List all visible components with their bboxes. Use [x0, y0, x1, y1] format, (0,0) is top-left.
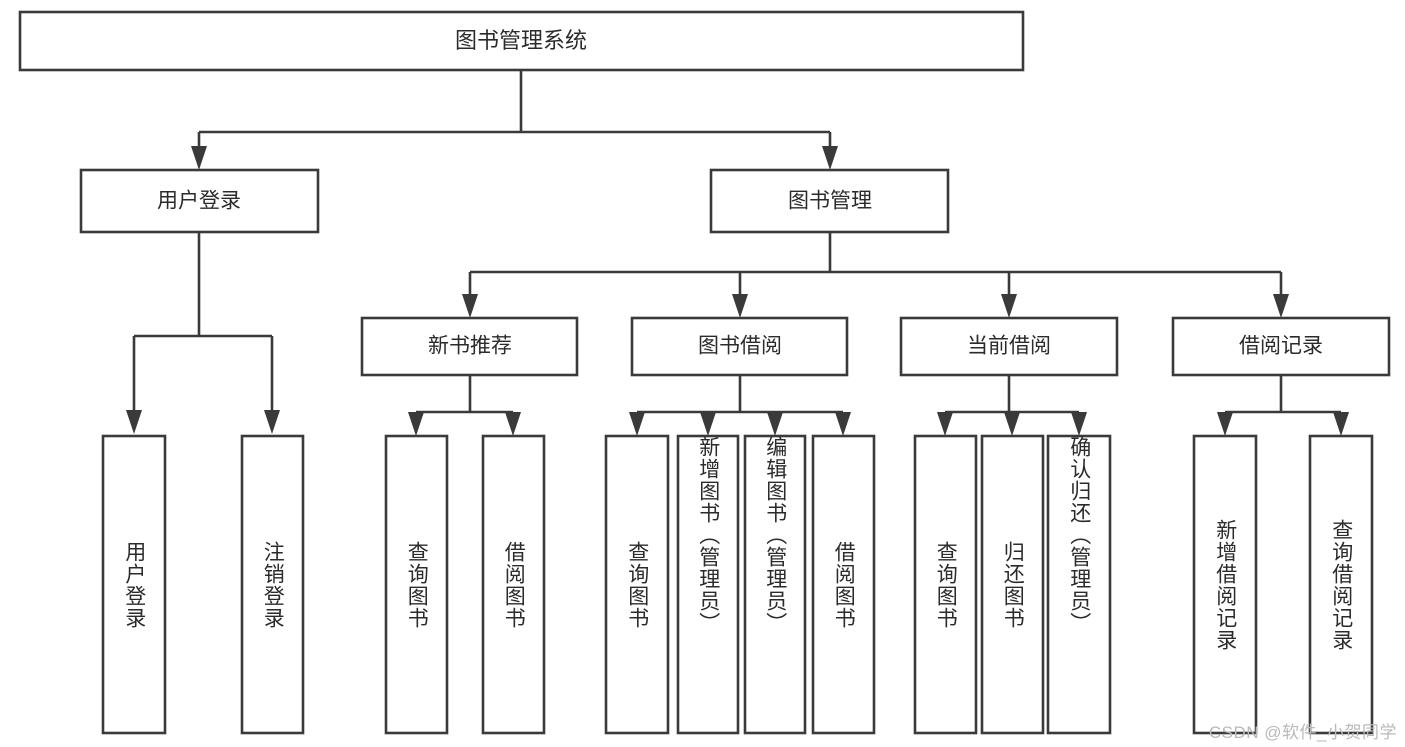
node-book-borrow-label: 图书借阅: [698, 335, 782, 358]
connector-borrowrecord-to-leaves: [1217, 375, 1349, 436]
node-root[interactable]: 图书管理系统: [18, 10, 1025, 72]
node-new-book-recommend[interactable]: 新书推荐: [360, 316, 579, 377]
node-book-borrow-box[interactable]: [630, 316, 849, 377]
arrow-head-leaf-borrow-book-1: [505, 412, 521, 436]
leaf-query-book-1-box[interactable]: [384, 434, 449, 735]
connector-bookborrow-to-leaves: [629, 375, 851, 436]
arrow-head-current-borrow: [1001, 294, 1017, 318]
node-book-management[interactable]: 图书管理: [709, 168, 950, 234]
leaf-edit-book-box[interactable]: [743, 434, 807, 735]
arrow-head-leaf-query-book-1: [408, 412, 424, 436]
node-current-borrow-box[interactable]: [899, 316, 1119, 377]
node-root-box[interactable]: [18, 10, 1025, 72]
leaf-query-record-box[interactable]: [1308, 434, 1374, 735]
arrow-head-borrow-record: [1273, 294, 1289, 318]
csdn-watermark: CSDN @软件_小贺同学: [1208, 723, 1397, 742]
node-user-login-box[interactable]: [79, 168, 320, 234]
node-user-login-label: 用户登录: [157, 190, 241, 213]
arrow-head-leaf-add-record: [1217, 412, 1233, 436]
node-current-borrow[interactable]: 当前借阅: [899, 316, 1119, 377]
connector-currentborrow-to-leaves: [937, 375, 1087, 436]
leaf-borrow-book-2-box[interactable]: [811, 434, 876, 735]
leaf-add-record-box[interactable]: [1192, 434, 1258, 735]
node-new-book-recommend-box[interactable]: [360, 316, 579, 377]
leaf-user-login-box[interactable]: [101, 434, 167, 735]
leaf-return-book-box[interactable]: [980, 434, 1045, 735]
arrow-head-leaf-borrow-book-2: [835, 412, 851, 436]
arrow-head-new-book-recommend: [462, 294, 478, 318]
node-new-book-recommend-label: 新书推荐: [428, 335, 512, 358]
node-book-borrow[interactable]: 图书借阅: [630, 316, 849, 377]
connector-newbook-to-leaves: [408, 375, 521, 436]
arrow-head-leaf-logout-login: [264, 410, 280, 434]
node-user-login[interactable]: 用户登录: [79, 168, 320, 234]
connector-root-to-level2: [191, 70, 838, 170]
connector-bookmgmt-to-level3: [462, 232, 1289, 318]
leaf-query-book-2-box[interactable]: [604, 434, 670, 735]
leaf-borrow-book-1-box[interactable]: [481, 434, 546, 735]
arrow-head-leaf-query-book-3: [937, 412, 953, 436]
arrow-head-leaf-user-login: [126, 410, 142, 434]
arrow-head-user-login: [191, 146, 207, 170]
node-borrow-record-label: 借阅记录: [1239, 335, 1323, 358]
leaf-add-book-box[interactable]: [676, 434, 740, 735]
node-borrow-record[interactable]: 借阅记录: [1171, 316, 1391, 377]
arrow-head-book-borrow: [732, 294, 748, 318]
node-root-label: 图书管理系统: [455, 28, 587, 53]
arrow-head-leaf-return-book: [1004, 412, 1020, 436]
leaf-boxes: [101, 434, 1374, 735]
connector-userlogin-to-leaves: [126, 232, 280, 434]
node-borrow-record-box[interactable]: [1171, 316, 1391, 377]
arrow-head-leaf-edit-book: [767, 412, 783, 436]
leaf-logout-login-box[interactable]: [240, 434, 305, 735]
arrow-head-book-management: [822, 146, 838, 170]
leaf-query-book-3-box[interactable]: [913, 434, 978, 735]
leaf-confirm-return-box[interactable]: [1046, 434, 1112, 735]
node-book-management-box[interactable]: [709, 168, 950, 234]
arrow-head-leaf-add-book: [700, 412, 716, 436]
node-current-borrow-label: 当前借阅: [967, 335, 1051, 358]
node-book-management-label: 图书管理: [788, 190, 872, 213]
arrow-head-leaf-query-record: [1333, 412, 1349, 436]
arrow-head-leaf-confirm-return: [1071, 412, 1087, 436]
arrow-head-leaf-query-book-2: [629, 412, 645, 436]
